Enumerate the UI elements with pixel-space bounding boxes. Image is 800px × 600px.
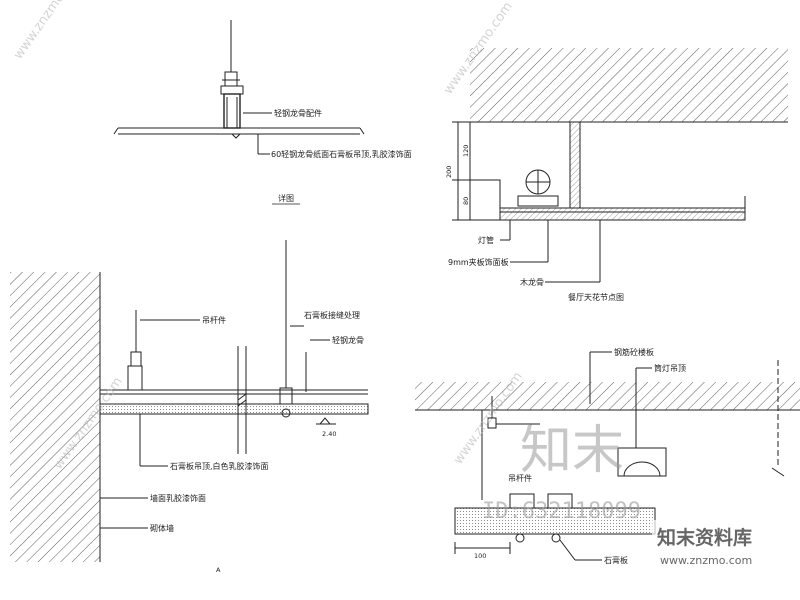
c-channel bbox=[223, 93, 241, 129]
d3-label-keel: 轻钢龙骨 bbox=[332, 335, 364, 345]
watermark-id: ID:632118099 bbox=[482, 499, 641, 524]
d4-label-rod: 吊杆件 bbox=[508, 473, 532, 483]
detail-2 bbox=[452, 48, 788, 283]
d4-label-dim: 100 bbox=[474, 552, 486, 560]
d3-label-ceiling: 石膏板吊顶,白色乳胶漆饰面 bbox=[170, 461, 269, 471]
d1-title: 详图 bbox=[278, 193, 294, 203]
partition-wall bbox=[569, 121, 581, 209]
main-keel bbox=[220, 85, 244, 95]
logo-title: 知末资料库 bbox=[657, 526, 752, 549]
d2-label-board: 9mm夹板饰面板 bbox=[448, 257, 509, 267]
d1-label-board: 60轻钢龙骨纸面石膏板吊顶,乳胶漆饰面 bbox=[271, 149, 412, 159]
watermark-site-1: www.znzmo.com bbox=[11, 0, 86, 62]
d3-label-wall-finish: 墙面乳胶漆饰面 bbox=[150, 493, 206, 503]
d4-label-light: 筒灯吊顶 bbox=[654, 363, 686, 373]
gypsum-box bbox=[454, 507, 656, 535]
detail-1 bbox=[113, 20, 365, 205]
level-marker bbox=[318, 417, 332, 425]
d2-label-plank: 木龙骨 bbox=[520, 277, 544, 287]
d3-label-gypsum-joint: 石膏板接缝处理 bbox=[304, 310, 360, 320]
d3-label-rod: 吊杆件 bbox=[202, 315, 226, 325]
d2-title: 餐厅天花节点图 bbox=[568, 292, 624, 302]
d4-label-slab: 钢筋砼楼板 bbox=[614, 347, 654, 357]
d1-label-profile: 轻钢龙骨配件 bbox=[274, 108, 322, 118]
d2-dim-b: 80 bbox=[462, 197, 470, 205]
watermark-big: 知末 bbox=[520, 421, 624, 481]
d3-label-level: 2.40 bbox=[322, 430, 336, 438]
detail-4 bbox=[415, 351, 800, 561]
ceiling-board bbox=[499, 207, 746, 221]
ceiling-board bbox=[99, 403, 369, 415]
cove-box bbox=[469, 179, 501, 221]
rod-clip bbox=[224, 71, 238, 87]
d2-dim-a: 120 bbox=[462, 145, 470, 157]
slab-hatch-2 bbox=[415, 382, 800, 410]
d3-label-wall: 砌体墙 bbox=[150, 523, 174, 533]
wall-hatch bbox=[10, 272, 100, 562]
detail-3 bbox=[10, 240, 369, 562]
d3-title: A bbox=[216, 566, 221, 574]
brand-logo: 知末资料库 www.znzmo.com bbox=[652, 520, 792, 576]
d2-dim-total: 200 bbox=[445, 166, 453, 178]
logo-url: www.znzmo.com bbox=[660, 554, 752, 567]
d4-label-gypsum: 石膏板 bbox=[604, 555, 628, 565]
d2-label-lamp: 灯管 bbox=[478, 235, 494, 245]
slab-hatch bbox=[470, 48, 788, 122]
lamp-base bbox=[517, 195, 559, 207]
